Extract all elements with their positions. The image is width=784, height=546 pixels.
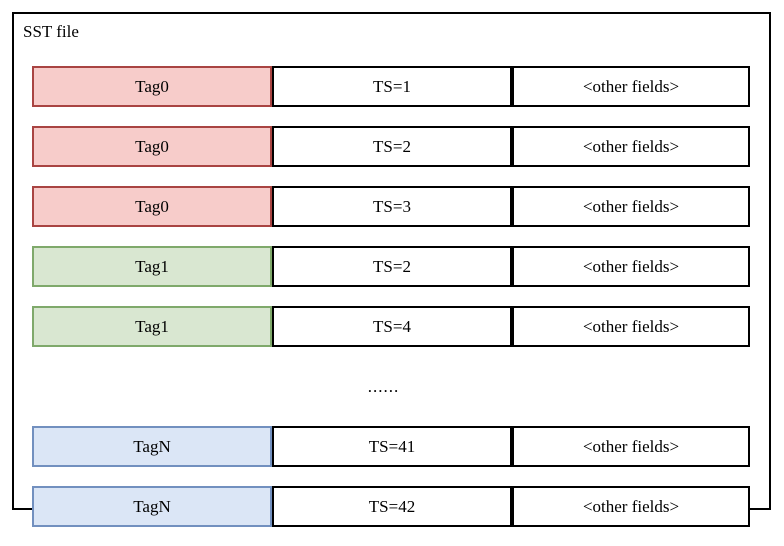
timestamp-cell: TS=42 <box>272 486 512 527</box>
record-row: Tag1 TS=4 <other fields> <box>14 306 769 347</box>
sst-file-container: SST file Tag0 TS=1 <other fields> Tag0 T… <box>12 12 771 527</box>
other-fields-cell: <other fields> <box>512 486 750 527</box>
other-fields-cell: <other fields> <box>512 246 750 287</box>
tag-cell: Tag0 <box>32 126 272 167</box>
other-fields-cell: <other fields> <box>512 306 750 347</box>
tag-cell: Tag1 <box>32 306 272 347</box>
record-row: Tag0 TS=1 <other fields> <box>14 66 769 107</box>
tag-cell: Tag1 <box>32 246 272 287</box>
timestamp-cell: TS=4 <box>272 306 512 347</box>
sst-file-title: SST file <box>23 22 79 41</box>
record-row: TagN TS=42 <other fields> <box>14 486 769 527</box>
ellipsis-row: ...... <box>14 366 769 407</box>
record-list: Tag0 TS=1 <other fields> Tag0 TS=2 <othe… <box>14 66 769 546</box>
diagram-canvas: SST file Tag0 TS=1 <other fields> Tag0 T… <box>12 12 771 527</box>
tag-cell: Tag0 <box>32 186 272 227</box>
tag-cell: TagN <box>32 486 272 527</box>
other-fields-cell: <other fields> <box>512 426 750 467</box>
record-row: TagN TS=41 <other fields> <box>14 426 769 467</box>
other-fields-cell: <other fields> <box>512 186 750 227</box>
tag-cell: TagN <box>32 426 272 467</box>
record-row: Tag0 TS=2 <other fields> <box>14 126 769 167</box>
other-fields-cell: <other fields> <box>512 66 750 107</box>
other-fields-cell: <other fields> <box>512 126 750 167</box>
ellipsis-text: ...... <box>367 377 400 396</box>
tag-cell: Tag0 <box>32 66 272 107</box>
record-row: Tag0 TS=3 <other fields> <box>14 186 769 227</box>
timestamp-cell: TS=41 <box>272 426 512 467</box>
timestamp-cell: TS=3 <box>272 186 512 227</box>
timestamp-cell: TS=2 <box>272 246 512 287</box>
timestamp-cell: TS=1 <box>272 66 512 107</box>
record-row: Tag1 TS=2 <other fields> <box>14 246 769 287</box>
timestamp-cell: TS=2 <box>272 126 512 167</box>
